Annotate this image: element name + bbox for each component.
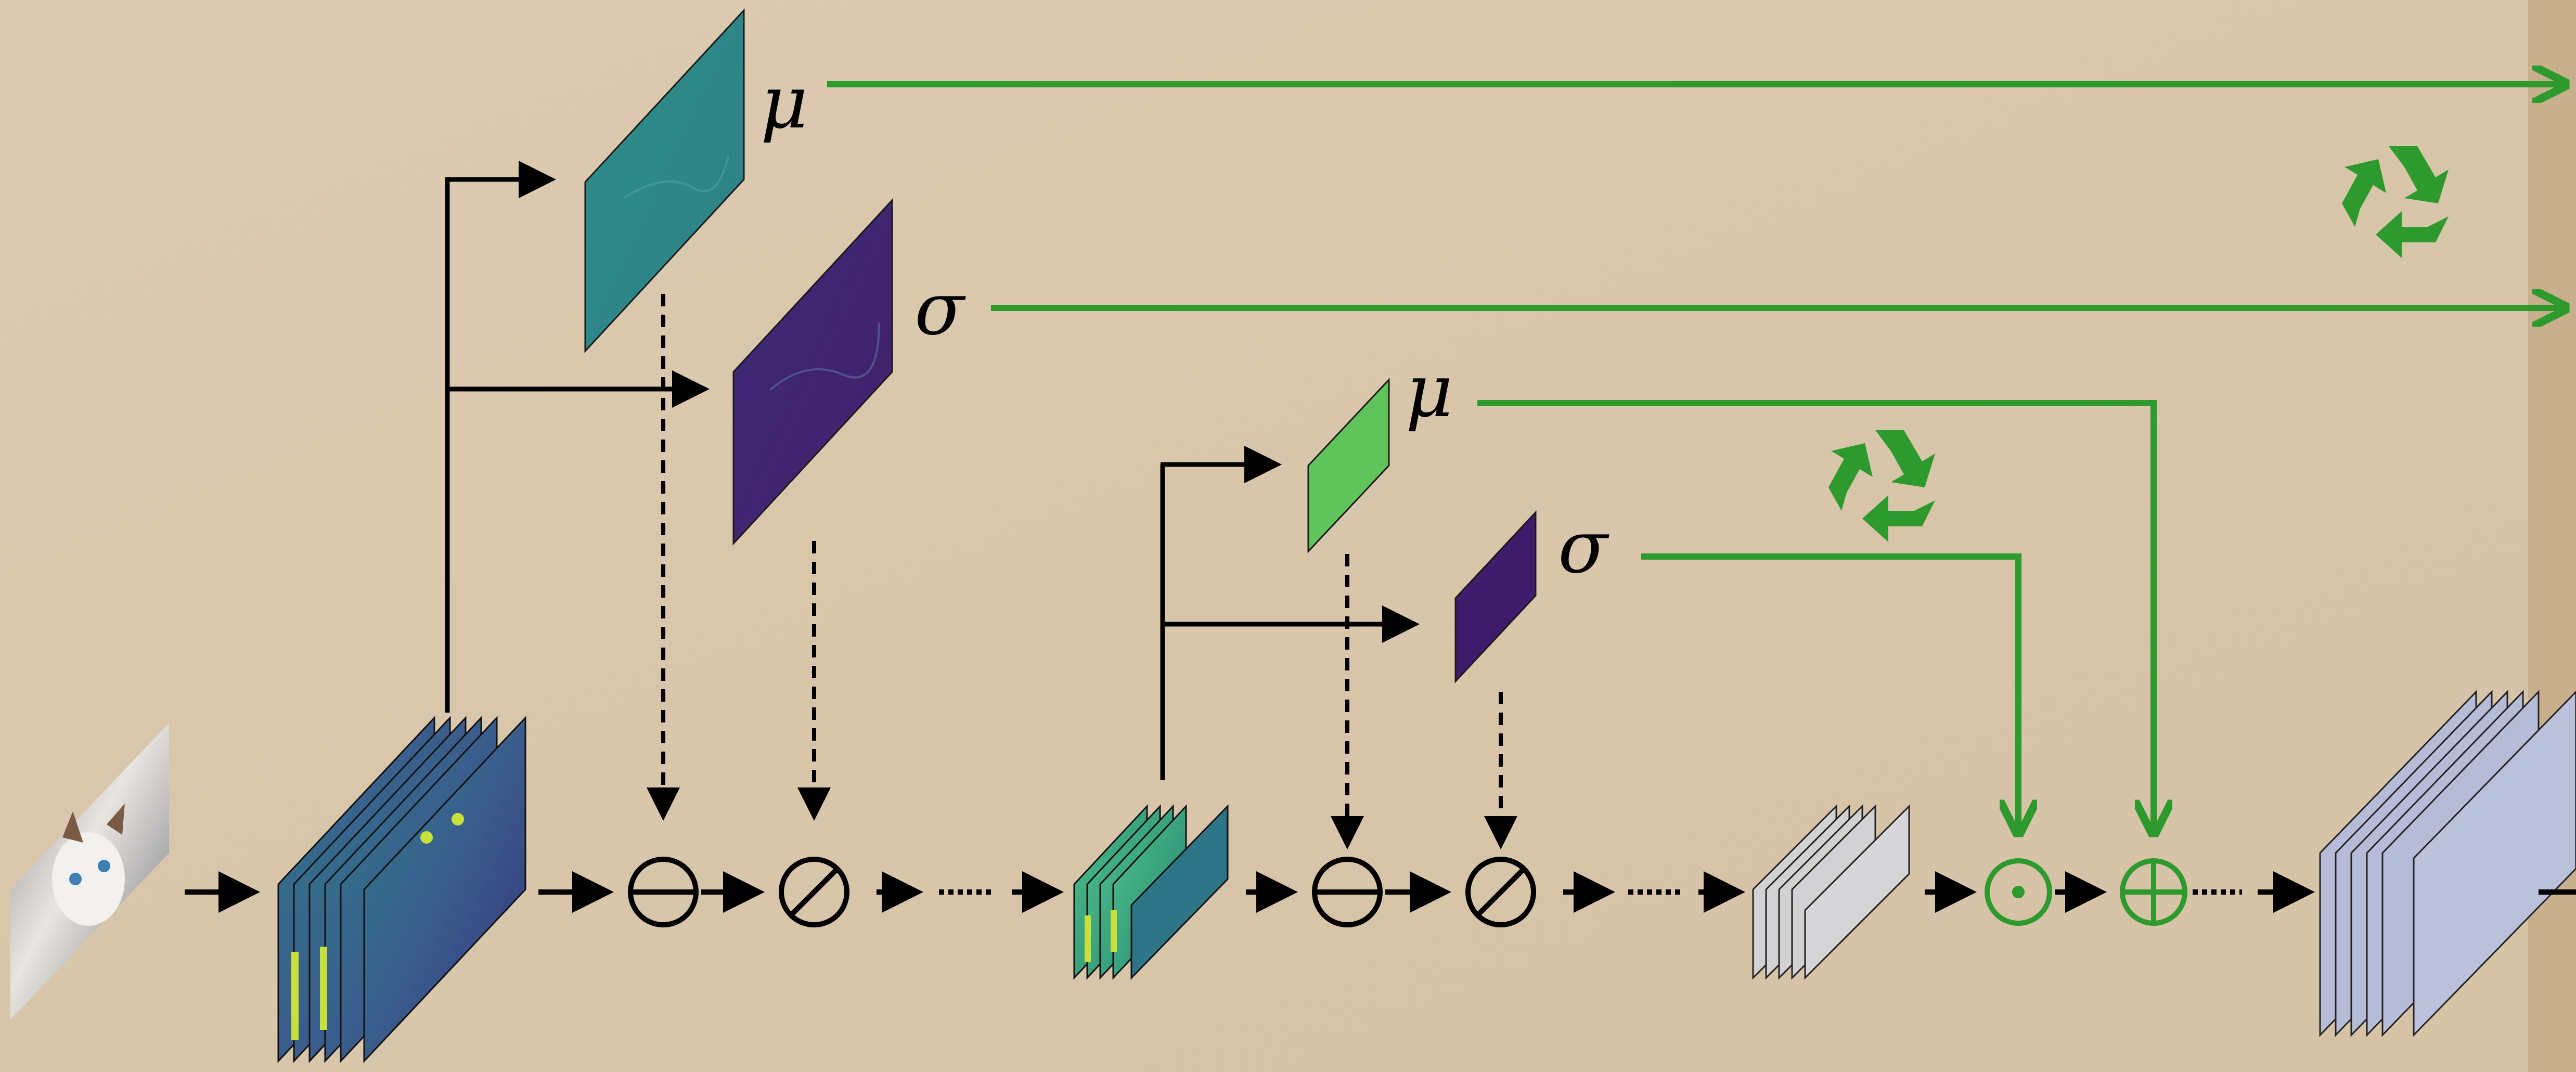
divide-operator-2	[1465, 857, 1536, 927]
recycle-icon	[2342, 146, 2449, 258]
output-feature-stack	[2319, 690, 2576, 1037]
green-arrow-sigma-2-to-multiply	[1641, 553, 2018, 832]
add-operator	[2120, 858, 2187, 926]
mu-feature-map-1	[584, 8, 745, 353]
sigma-feature-map-2	[1454, 510, 1537, 683]
multiply-operator	[1985, 858, 2052, 926]
feature-map-stack-1	[277, 716, 526, 1063]
subtract-operator-1	[628, 857, 699, 927]
feature-map-stack-2	[1073, 804, 1229, 980]
mu-label-1: μ	[761, 60, 808, 145]
recycle-icon	[1828, 430, 1935, 542]
mu-label-2: μ	[1406, 349, 1453, 434]
sigma-label-1: σ	[915, 267, 966, 352]
mu-feature-map-2	[1307, 378, 1390, 553]
green-arrow-mu-2-to-add	[1477, 400, 2154, 832]
sigma-feature-map-1	[732, 198, 893, 546]
subtract-operator-2	[1312, 857, 1383, 927]
normalized-feature-stack	[1752, 804, 1910, 980]
input-cat-image	[10, 723, 169, 1019]
sigma-label-2: σ	[1558, 505, 1609, 590]
divide-operator-1	[779, 857, 849, 927]
